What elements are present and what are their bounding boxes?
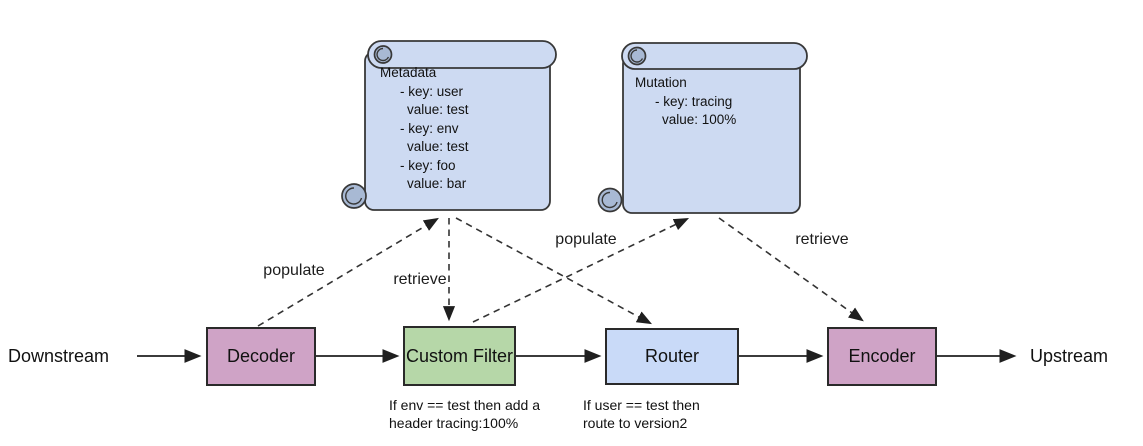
decoder-node: Decoder [206, 327, 316, 386]
edge-metadata-to-router [455, 217, 653, 325]
custom-filter-label: Custom Filter [405, 345, 513, 366]
scroll-shape-icon [341, 40, 557, 211]
scroll-line: - key: user [400, 83, 464, 99]
custom-filter-note: If env == test then add a header tracing… [389, 397, 540, 431]
retrieve-edge-label: retrieve [795, 231, 849, 248]
scroll-line: - key: foo [400, 157, 456, 173]
router-label: Router [644, 346, 700, 366]
scroll-shape-icon [597, 42, 808, 214]
populate-edge-label: populate [263, 262, 325, 279]
metadata-scroll-text: Metadata - key: user value: test - key: en… [380, 64, 469, 194]
router-note: If user == test then route to version2 [583, 397, 700, 431]
scroll-line: - key: tracing [655, 93, 733, 109]
scroll-line: value: 100% [662, 112, 737, 127]
mutation-title: Mutation [635, 75, 687, 90]
scroll-line: value: test [407, 139, 469, 154]
custom-filter-node: Custom Filter [403, 326, 516, 386]
scroll-line: value: bar [407, 176, 467, 191]
metadata-title: Metadata [380, 65, 437, 80]
encoder-node: Encoder [827, 327, 937, 386]
router-node: Router [605, 328, 739, 385]
metadata-lines: - key: user value: test - key: env value: t… [380, 83, 469, 194]
scroll-line: - key: env [400, 120, 459, 136]
decoder-label: Decoder [226, 346, 296, 366]
populate-edge-label: populate [555, 231, 617, 248]
metadata-scroll: Metadata - key: user value: test - key: en… [338, 38, 560, 218]
upstream-label: Upstream [1030, 346, 1109, 366]
retrieve-edge-label: retrieve [393, 271, 447, 288]
encoder-label: Encoder [848, 346, 916, 366]
downstream-label: Downstream [8, 346, 110, 366]
scroll-line: value: test [407, 102, 469, 117]
mutation-lines: - key: tracing value: 100% [635, 93, 736, 130]
mutation-scroll: Mutation - key: tracing value: 100% [596, 41, 814, 217]
mutation-scroll-text: Mutation - key: tracing value: 100% [635, 74, 736, 130]
